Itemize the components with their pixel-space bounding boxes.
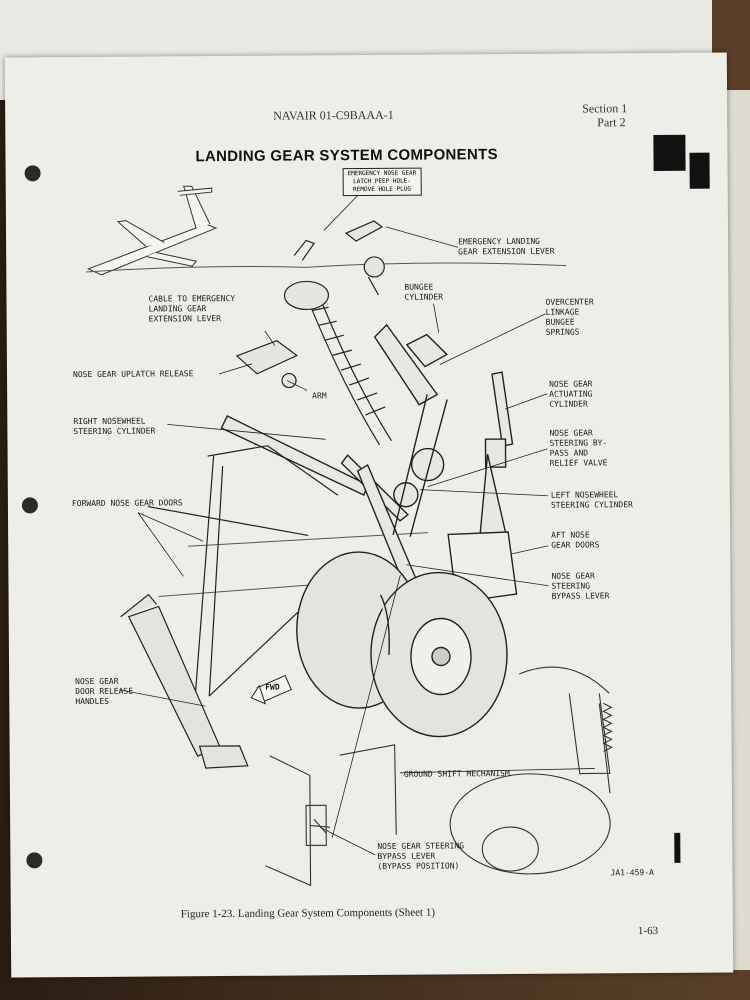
manual-page: NAVAIR 01-C9BAAA-1 Section 1 Part 2 LAND… [4, 52, 734, 978]
emergency-lever [344, 220, 385, 296]
label-left-steering-cylinder: LEFT NOSEWHEEL STEERING CYLINDER [550, 490, 633, 510]
aircraft-icon [86, 185, 218, 276]
label-bypass-relief-valve: NOSE GEAR STEERING BY- PASS AND RELIEF V… [549, 428, 608, 468]
label-bungee-cylinder: BUNGEE CYLINDER [404, 282, 444, 302]
label-fwd: FWD [265, 682, 280, 692]
label-bypass-lever: NOSE GEAR STEERING BYPASS LEVER [551, 571, 610, 601]
figure-code: JA1-459-A [610, 868, 654, 878]
label-uplatch-release: NOSE GEAR UPLATCH RELEASE [72, 369, 194, 380]
nose-wheels [296, 551, 508, 738]
label-right-steering-cylinder: RIGHT NOSEWHEEL STEERING CYLINDER [73, 416, 156, 437]
door-release-handle [120, 593, 249, 769]
emergency-latch-callout: EMERGENCY NOSE GEAR LATCH PEEP HOLE- REM… [342, 167, 422, 197]
label-overcenter-springs: OVERCENTER LINKAGE BUNGEE SPRINGS [545, 297, 594, 337]
label-arm: ARM [312, 391, 327, 401]
label-cable: CABLE TO EMERGENCY LANDING GEAR EXTENSIO… [148, 293, 236, 324]
landing-gear-illustration [86, 179, 613, 887]
label-ground-shift: GROUND SHIFT MECHANISM [403, 769, 510, 779]
fwd-arrow [250, 674, 292, 705]
bypass-detail [265, 744, 397, 887]
label-door-release-handles: NOSE GEAR DOOR RELEASE HANDLES [75, 676, 134, 707]
leader-lines [119, 179, 595, 856]
label-forward-doors: FORWARD NOSE GEAR DOORS [71, 498, 183, 509]
label-actuating-cylinder: NOSE GEAR ACTUATING CYLINDER [549, 379, 593, 409]
label-bypass-position: NOSE GEAR STEERING BYPASS LEVER (BYPASS … [377, 841, 465, 871]
ground-shift-detail [449, 666, 613, 875]
page-number: 1-63 [637, 924, 659, 938]
label-emergency-lever: EMERGENCY LANDING GEAR EXTENSION LEVER [458, 236, 555, 257]
figure-caption: Figure 1-23. Landing Gear System Compone… [180, 906, 436, 921]
door-linkage [147, 445, 359, 697]
label-aft-doors: AFT NOSE GEAR DOORS [551, 530, 600, 550]
uplatch-assembly [235, 280, 330, 389]
